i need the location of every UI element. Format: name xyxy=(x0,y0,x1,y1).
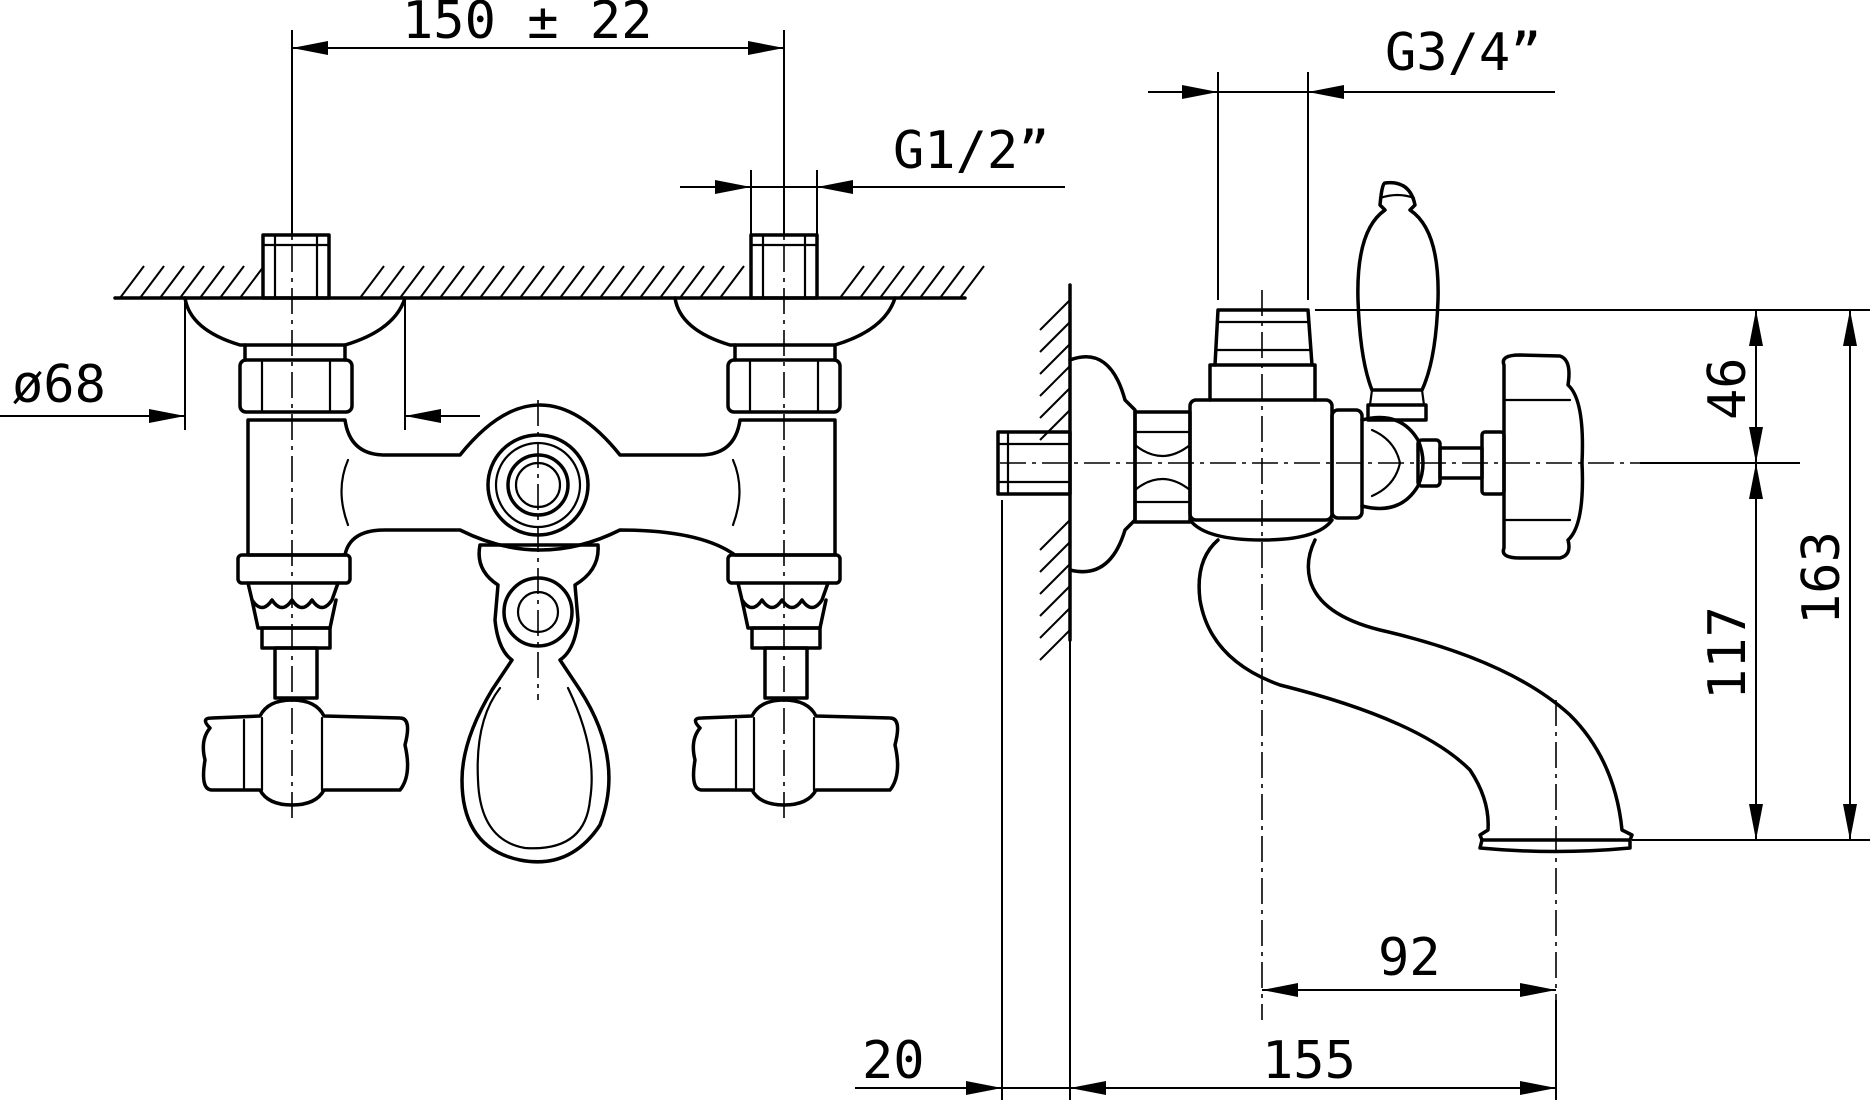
label-wall-offset: 20 xyxy=(862,1031,925,1091)
hatch-line xyxy=(619,265,645,299)
front-view: 150 ± 22 G1/2” ø68 xyxy=(0,0,1065,864)
hatch-line xyxy=(699,265,725,299)
hatch-line xyxy=(399,265,425,299)
body-contour-left xyxy=(340,458,350,527)
right-rosette xyxy=(673,296,897,347)
side-hex-nut xyxy=(1133,410,1192,524)
dimension-vertical-extensions xyxy=(1315,309,1870,841)
label-total-projection: 155 xyxy=(1262,1031,1356,1091)
hatch-line xyxy=(1039,343,1071,375)
side-mixer-body xyxy=(1188,308,1334,542)
hatch-line xyxy=(1039,387,1071,419)
side-cross-handle xyxy=(1480,353,1585,560)
dimension-spout-height xyxy=(1749,463,1763,840)
dimension-rosette-diameter xyxy=(0,298,480,430)
hatch-line xyxy=(199,265,225,299)
hatch-line xyxy=(679,265,705,299)
hatch-line xyxy=(579,265,605,299)
dimension-spacing xyxy=(291,30,785,235)
hatch-line xyxy=(519,265,545,299)
side-valve-cartridge xyxy=(1330,408,1484,520)
label-rosette-diameter: ø68 xyxy=(12,355,106,415)
side-inlet-stud xyxy=(996,430,1072,496)
mixer-body xyxy=(246,403,837,557)
hatch-line xyxy=(1039,409,1071,441)
dimension-handle-height xyxy=(1749,310,1763,463)
side-rosette xyxy=(1068,355,1137,574)
hatch-line xyxy=(659,265,685,299)
dimension-total-height xyxy=(1843,310,1857,840)
label-inlet-thread: G1/2” xyxy=(893,121,1050,181)
hatch-line xyxy=(439,265,465,299)
hatch-line xyxy=(1039,541,1071,573)
hatch-line xyxy=(639,265,665,299)
hatch-line xyxy=(559,265,585,299)
left-rosette xyxy=(183,296,407,347)
label-handle-height: 46 xyxy=(1698,357,1758,420)
dimension-outlet-thread xyxy=(1148,72,1555,300)
right-hex-nut xyxy=(726,343,842,414)
hatch-line xyxy=(879,265,905,299)
diverter-knob xyxy=(486,433,590,537)
hatch-line xyxy=(379,265,405,299)
right-spindle xyxy=(763,646,809,700)
left-cross-handle xyxy=(201,698,410,807)
hatch-line xyxy=(1039,321,1071,353)
body-contour-right xyxy=(731,458,741,527)
side-spout xyxy=(1197,538,1634,854)
hatch-line xyxy=(479,265,505,299)
left-hex-nut xyxy=(238,343,354,414)
left-valve-bonnet xyxy=(236,553,352,650)
hatch-line xyxy=(499,265,525,299)
dimension-spout-projection xyxy=(1262,983,1556,997)
hatch-line xyxy=(359,265,385,299)
label-spacing: 150 ± 22 xyxy=(402,0,652,51)
hatch-line xyxy=(1039,563,1071,595)
hatch-line xyxy=(1039,607,1071,639)
hatch-line xyxy=(419,265,445,299)
label-spout-height: 117 xyxy=(1698,606,1758,700)
hatch-line xyxy=(159,265,185,299)
hatch-line xyxy=(919,265,945,299)
wall-hatching-top xyxy=(113,265,985,300)
label-total-height: 163 xyxy=(1792,531,1852,625)
hatch-line xyxy=(1039,519,1071,551)
left-spindle xyxy=(273,646,319,700)
hatch-line xyxy=(959,265,985,299)
right-valve-bonnet xyxy=(726,553,842,650)
hatch-line xyxy=(1039,629,1071,661)
hatch-line xyxy=(939,265,965,299)
hatch-line xyxy=(1039,365,1071,397)
right-cross-handle xyxy=(691,698,900,807)
hatch-line xyxy=(219,265,245,299)
dimension-wall-and-total xyxy=(855,500,1557,1100)
spout-front xyxy=(460,543,611,864)
lever-handle xyxy=(1356,180,1440,422)
hatch-line xyxy=(899,265,925,299)
label-outlet-thread: G3/4” xyxy=(1385,23,1542,83)
side-view: G3/4” 46 117 163 xyxy=(855,23,1870,1100)
left-inlet-stud xyxy=(261,233,331,300)
hatch-line xyxy=(859,265,885,299)
hatch-line xyxy=(139,265,165,299)
hatch-line xyxy=(1039,299,1071,331)
hatch-line xyxy=(239,265,265,299)
wall-hatching-side xyxy=(1039,283,1072,661)
label-spout-projection: 92 xyxy=(1378,928,1441,988)
hatch-line xyxy=(179,265,205,299)
hatch-line xyxy=(599,265,625,299)
hatch-line xyxy=(459,265,485,299)
hatch-line xyxy=(119,265,145,299)
hatch-line xyxy=(839,265,865,299)
hatch-line xyxy=(1039,585,1071,617)
hatch-line xyxy=(719,265,745,299)
hatch-line xyxy=(539,265,565,299)
dimension-inlet-thread xyxy=(680,170,1065,235)
